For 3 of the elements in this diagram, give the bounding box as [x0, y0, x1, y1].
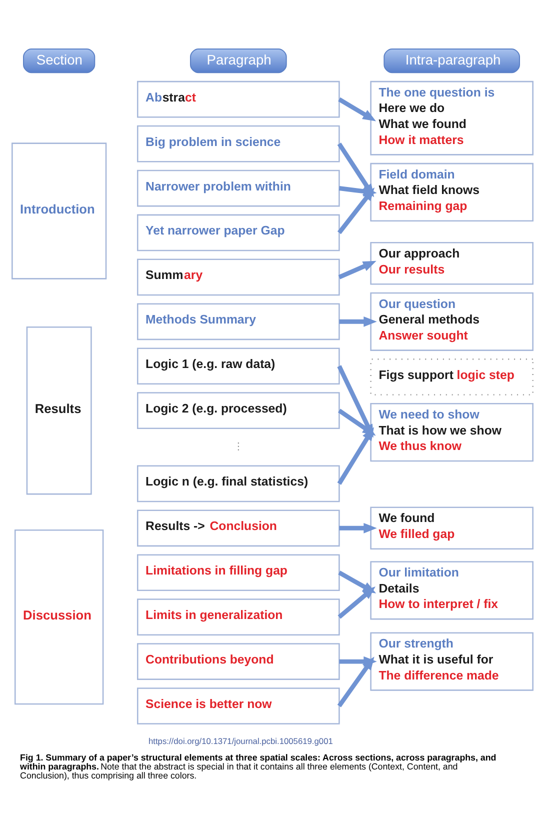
label: ⋮ — [233, 441, 244, 452]
label: https://doi.org/10.1371/journal.pcbi.1005619.g001 — [148, 735, 333, 746]
caption: Fig 1. Summary of a paper’s structural elements at three spatial scales: Across sections, across paragraphs, and within paragraphs. Note that the abstract is special in that it contains all three elements (Context, Content, and Conclusion), thus comprising all three colors. — [20, 752, 496, 780]
